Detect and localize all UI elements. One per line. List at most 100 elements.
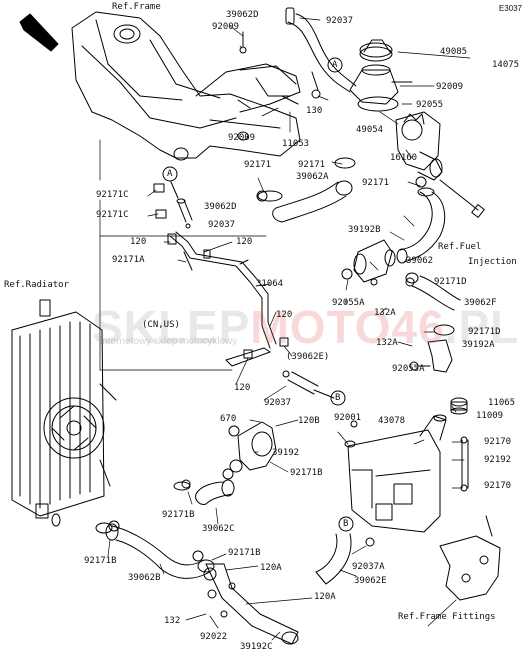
callout-b-lower: [338, 516, 354, 532]
part-label: 92192: [484, 455, 512, 465]
part-label: 39062D: [204, 202, 237, 212]
part-label: 132A: [374, 308, 396, 318]
part-label: 92171B: [228, 548, 261, 558]
part-label: 120: [276, 310, 293, 320]
watermark-part-c: .PL: [444, 301, 520, 353]
bracket-part: [237, 31, 321, 109]
part-label: 132: [164, 616, 181, 626]
callout-letter: B: [335, 393, 341, 403]
hose-39062b: [95, 522, 215, 579]
water-pump-cover: [228, 421, 277, 473]
part-label: 39062F: [464, 298, 497, 308]
part-label: 43078: [378, 416, 406, 426]
part-label: (CN,US): [142, 320, 180, 330]
watermark-subtitle: internetowy sklep motocyklowy: [100, 336, 238, 347]
part-label: Ref.Fuel: [438, 242, 482, 252]
hose-39062e-lower: [315, 533, 375, 585]
part-label: Ref.Frame Fittings: [398, 612, 496, 622]
watermark-part-a: SKLEP: [92, 301, 251, 353]
part-label: 120: [130, 237, 147, 247]
part-label: 92171: [244, 160, 272, 170]
part-label: 92171D: [468, 327, 501, 337]
part-label: 92171B: [162, 510, 195, 520]
pipe-31064: [167, 231, 289, 367]
part-label: 92037: [326, 16, 354, 26]
part-label: 39062B: [128, 573, 161, 583]
part-label: 120A: [260, 563, 282, 573]
part-label: 16160: [390, 153, 418, 163]
part-label: 31064: [256, 279, 284, 289]
part-label: 11053: [282, 139, 310, 149]
part-label: 92001: [334, 413, 362, 423]
part-label: 120B: [298, 416, 320, 426]
part-label: 92037: [208, 220, 236, 230]
part-label: 92055A: [332, 298, 365, 308]
callout-a-upper: [327, 57, 343, 73]
watermark-part-b: MOTO46: [250, 301, 445, 353]
callout-b-mid: [330, 390, 346, 406]
hose-39062d-mid: [153, 181, 193, 229]
leader-lines: [99, 17, 471, 641]
radiator-cap: [349, 39, 413, 112]
part-label: Ref.Radiator: [4, 280, 70, 290]
pipe-39192a: [409, 339, 453, 373]
part-label: 39062D: [226, 10, 259, 20]
pipe-39192b: [341, 239, 396, 283]
part-label: 92171B: [84, 556, 117, 566]
part-label: 92171D: [434, 277, 467, 287]
part-label: (39062E): [286, 352, 330, 362]
part-label: 92037A: [352, 562, 385, 572]
thermostat-housing: [395, 111, 443, 181]
part-label: 92171C: [96, 190, 129, 200]
part-label: 11009: [476, 411, 504, 421]
hose-39062e: [282, 370, 335, 399]
part-label: 39062C: [202, 524, 235, 534]
part-label: 120: [234, 383, 251, 393]
part-label: 92170: [484, 437, 512, 447]
part-label: 92171C: [96, 210, 129, 220]
watermark: SKLEPMOTO46.PL: [92, 300, 519, 354]
hose-39062c: [173, 479, 235, 505]
part-label: 92171B: [290, 468, 323, 478]
part-label: 39192: [272, 448, 300, 458]
callout-a-mid: [162, 166, 178, 182]
part-label: 14075: [492, 60, 520, 70]
part-label: 132A: [376, 338, 398, 348]
part-label: 92009: [228, 133, 256, 143]
part-label: 92009: [212, 22, 240, 32]
tank-cap: [450, 397, 469, 492]
sensor-part: [439, 179, 485, 218]
part-label: 39192A: [462, 340, 495, 350]
part-label: 49085: [440, 47, 468, 57]
radiator: [11, 299, 117, 527]
hose-39062: [396, 187, 446, 264]
part-label: 92171: [362, 178, 390, 188]
part-label: 92055A: [392, 364, 425, 374]
front-arrow: [19, 13, 59, 52]
clamps: [108, 176, 427, 618]
callout-letter: A: [332, 60, 338, 70]
part-label: 39062E: [354, 576, 387, 586]
part-label: 49054: [356, 125, 384, 135]
reserve-tank: [344, 414, 447, 533]
part-label: 92037: [264, 398, 292, 408]
frame-fittings: [439, 515, 501, 601]
frame-part: [71, 11, 301, 161]
part-label: 670: [220, 414, 237, 424]
part-label: 39192C: [240, 642, 273, 652]
part-label: 92171: [298, 160, 326, 170]
part-label: 92009: [436, 82, 464, 92]
part-label: 11065: [488, 398, 516, 408]
part-label: 130: [306, 106, 323, 116]
callout-letter: A: [167, 169, 173, 179]
part-label: 120: [236, 237, 253, 247]
part-label: 120A: [314, 592, 336, 602]
part-label: 39062A: [296, 172, 329, 182]
part-label: 92171A: [112, 255, 145, 265]
part-label: 92055: [416, 100, 444, 110]
part-label: 39192B: [348, 225, 381, 235]
part-label: 92170: [484, 481, 512, 491]
part-label: 92022: [200, 632, 228, 642]
part-label: B: [343, 519, 349, 529]
